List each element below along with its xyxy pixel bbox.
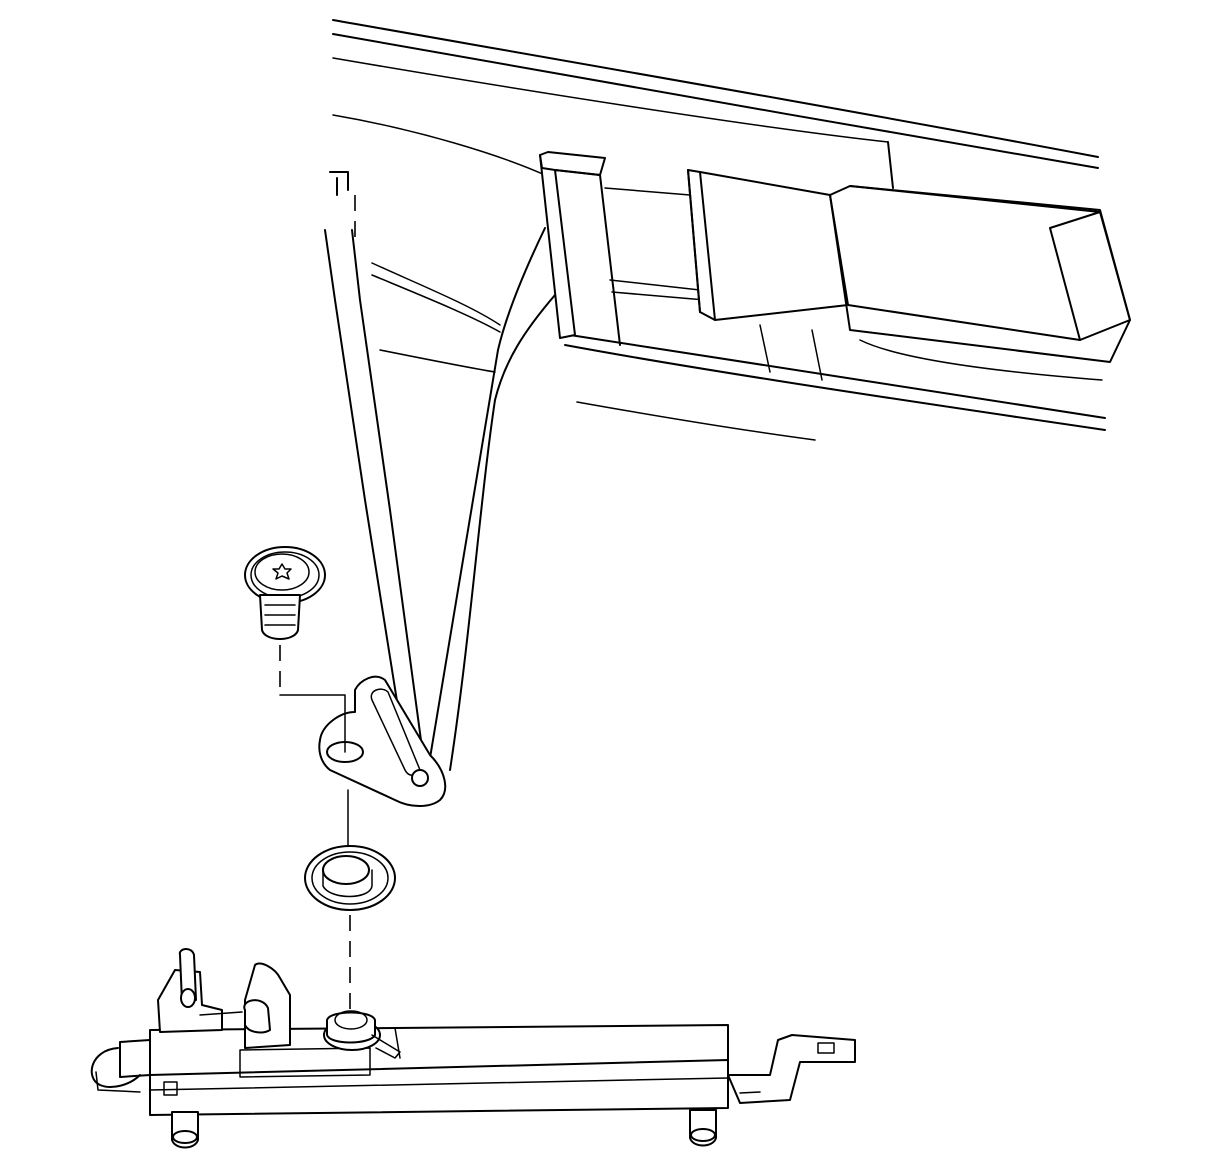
bolt-leader-line — [279, 694, 346, 753]
vehicle-body-panel — [329, 19, 1106, 441]
mounting-bracket-leg — [318, 227, 556, 807]
lower-rail-assembly — [90, 948, 856, 1149]
roof-rail-frame — [539, 151, 1131, 381]
torx-star-icon — [272, 563, 292, 580]
grommet-bushing — [304, 789, 396, 1010]
torx-head-bolt — [244, 546, 326, 640]
